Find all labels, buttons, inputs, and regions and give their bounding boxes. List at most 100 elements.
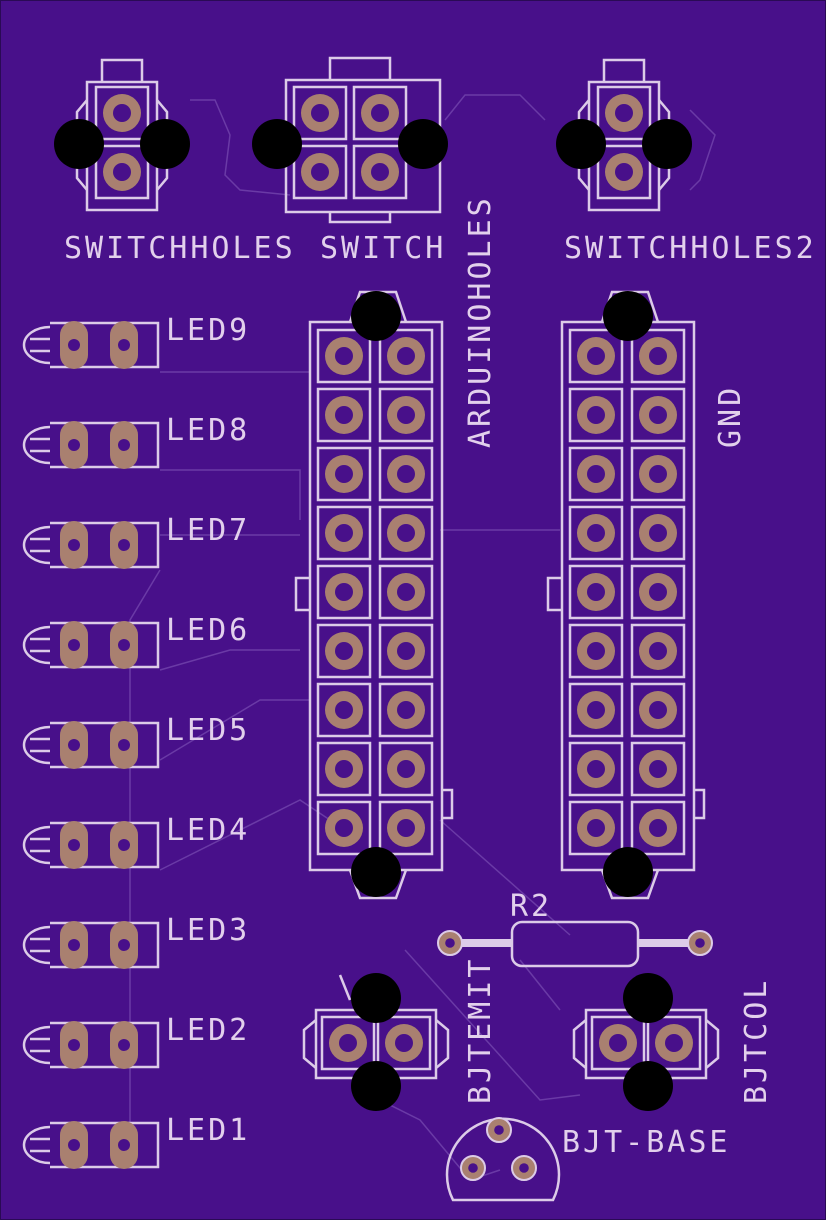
arduinoholes-label: ARDUINOHOLES [463, 195, 498, 448]
pad-cell-outline [568, 446, 624, 502]
led5-label: LED5 [166, 713, 251, 748]
pad-cell-outline [316, 505, 372, 561]
pad-drill [397, 524, 415, 542]
pad-cell-outline [630, 623, 686, 679]
pad-cell-outline [568, 741, 624, 797]
gnd-header-mount-hole-top [603, 291, 653, 341]
bjt-pin-emitter [460, 1155, 486, 1181]
arduinoholes-header-pin-13 [316, 682, 372, 738]
gnd-header-pin-7 [568, 505, 624, 561]
led1-pads [60, 1121, 138, 1169]
led8-drill-cathode [118, 439, 130, 451]
led2-drill-anode [68, 1039, 80, 1051]
switch-connector-latch [328, 56, 392, 80]
switchholes-connector-latch [100, 58, 144, 82]
arduinoholes-header-mount-hole-top [351, 291, 401, 341]
led8-dome [22, 425, 51, 465]
pad-drill [397, 642, 415, 660]
led5-drill-cathode [118, 739, 130, 751]
pad-cell-outline [568, 800, 624, 856]
pad-drill [587, 819, 605, 837]
switchholes-connector-pin-1 [94, 85, 150, 141]
pad-drill [519, 1163, 529, 1173]
r2-label: R2 [510, 889, 553, 924]
pad-drill [587, 642, 605, 660]
arduinoholes-header-side-key [294, 576, 310, 612]
pad-cell-outline [292, 85, 348, 141]
led3-drill-cathode [118, 939, 130, 951]
arduinoholes-header-pin-17 [316, 800, 372, 856]
led9-pads [60, 321, 138, 369]
pad-drill [649, 347, 667, 365]
trace-13 [404, 949, 581, 1101]
switchholes2-connector-pin-1 [596, 85, 652, 141]
led8-label: LED8 [166, 413, 251, 448]
trace-5 [160, 469, 301, 520]
pad-drill [397, 465, 415, 483]
gnd-header-pin-14 [630, 682, 686, 738]
switchholes2-connector-mount-hole-left [556, 119, 606, 169]
bjtcol-connector-mount-hole-top [623, 973, 673, 1023]
gnd-header-pin-6 [630, 446, 686, 502]
r2-body [510, 920, 640, 968]
bjtemit-connector-pin-2 [376, 1015, 432, 1071]
pad-cell-outline [378, 564, 434, 620]
pad-drill [649, 583, 667, 601]
pad-cell-outline [596, 144, 652, 200]
pad-cell-outline [378, 741, 434, 797]
gnd-header-pin-5 [568, 446, 624, 502]
pad-drill [397, 819, 415, 837]
switchholes2-connector-pin-2 [596, 144, 652, 200]
trace-layer [129, 94, 716, 1181]
pad-cell-outline [316, 328, 372, 384]
led2-footprint [22, 1021, 160, 1069]
pad-cell-outline [630, 741, 686, 797]
pad-drill [445, 938, 455, 948]
pad-drill [587, 406, 605, 424]
pad-cell-outline [630, 328, 686, 384]
pad-drill [468, 1163, 478, 1173]
led9-drill-anode [68, 339, 80, 351]
bjt-base-outline [445, 1117, 561, 1202]
arduinoholes-header-pin-15 [316, 741, 372, 797]
pad-cell-outline [316, 800, 372, 856]
gnd-header-pin-17 [568, 800, 624, 856]
arduinoholes-header-pin-16 [378, 741, 434, 797]
gnd-header-pin-3 [568, 387, 624, 443]
pad-cell-outline [94, 85, 150, 141]
trace-8 [159, 649, 300, 671]
pad-drill [649, 406, 667, 424]
led1-dome [22, 1125, 51, 1165]
switch-pin-3 [292, 144, 348, 200]
pad-drill [395, 1034, 413, 1052]
led4-dome [22, 825, 51, 865]
led3-dome [22, 925, 51, 965]
led3-drill-anode [68, 939, 80, 951]
pad-drill [649, 701, 667, 719]
gnd-header-mount-hole-bottom [603, 847, 653, 897]
pad-cell-outline [320, 1015, 376, 1071]
led2-body-outline [50, 1021, 160, 1069]
pad-cell-outline [378, 328, 434, 384]
pad-cell-outline [316, 741, 372, 797]
led2-dome [22, 1025, 51, 1065]
pad-cell-outline [568, 505, 624, 561]
pad-cell-outline [378, 505, 434, 561]
pad-cell-outline [630, 446, 686, 502]
trace-3 [689, 109, 716, 191]
led3-body-outline [50, 921, 160, 969]
bjt-pin-base [486, 1117, 512, 1143]
gnd-header-pin-1 [568, 328, 624, 384]
led5-drill-anode [68, 739, 80, 751]
pad-drill [339, 1034, 357, 1052]
gnd-header-pin-9 [568, 564, 624, 620]
arduinoholes-header-pin-6 [378, 446, 434, 502]
pad-cell-outline [378, 623, 434, 679]
pad-drill [665, 1034, 683, 1052]
arduinoholes-header-pin-8 [378, 505, 434, 561]
pad-drill [587, 347, 605, 365]
bjtcol-connector-left-ear [572, 1019, 587, 1069]
pad-cell-outline [596, 85, 652, 141]
pad-cell-outline [376, 1015, 432, 1071]
led6-drill-cathode [118, 639, 130, 651]
